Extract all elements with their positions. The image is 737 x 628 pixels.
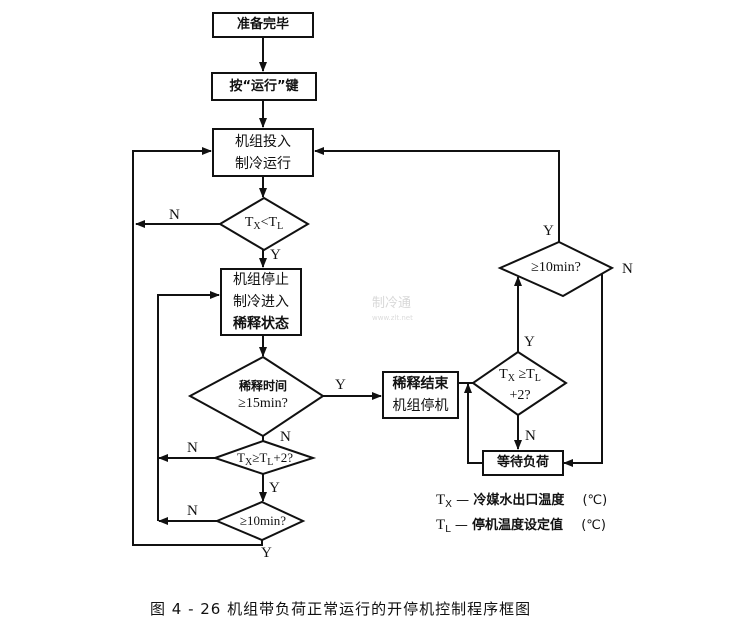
node-stop-line3: 稀释状态 — [233, 316, 289, 332]
node-press-run: 按“运行”键 — [211, 72, 317, 101]
label-dilute-yes: Y — [335, 377, 346, 393]
label-dilute-no: N — [280, 429, 291, 445]
node-press-run-label: 按“运行”键 — [229, 78, 299, 94]
label-decision1-yes: Y — [270, 247, 281, 263]
decision-dilute-time-text: 稀释时间 ≥15min? — [213, 378, 313, 412]
label-decision6-no: N — [622, 261, 633, 277]
label-decision5-yes: Y — [524, 334, 535, 350]
connector-decision6-no — [563, 270, 603, 467]
decision-tx-ge-tl-plus2-left-text: TX≥TL+2? — [237, 450, 293, 468]
node-start-cooling: 机组投入 制冷运行 — [212, 128, 314, 177]
node-start-cooling-line1: 机组投入 — [235, 133, 291, 150]
watermark: 制冷通 www.zlt.net — [372, 297, 413, 325]
node-ready: 准备完毕 — [212, 12, 314, 38]
label-decision6-yes: Y — [543, 223, 554, 239]
node-stop-line1: 机组停止 — [233, 272, 289, 288]
label-decision4-yes: Y — [261, 545, 272, 561]
label-decision5-no: N — [525, 428, 536, 444]
node-dilute-end-line1: 稀释结束 — [392, 376, 449, 392]
node-start-cooling-line2: 制冷运行 — [235, 155, 291, 172]
label-decision3-no: N — [187, 440, 198, 456]
decision-dilute-time — [187, 355, 325, 438]
node-stop-line2: 制冷进入 — [233, 294, 289, 310]
legend-item-tx: TX — 冷媒水出口温度 (℃) — [436, 492, 608, 510]
decision-tx-ge-tl-plus2-right-text: TX ≥TL +2? — [499, 367, 541, 403]
figure-caption: 图 4 - 26 机组带负荷正常运行的开停机控制程序框图 — [150, 600, 532, 618]
decision-ge-10min-right-text: ≥10min? — [531, 260, 581, 275]
decision-tx-ge-tl-plus2-right — [471, 350, 568, 417]
decision-ge-10min-left — [214, 500, 306, 542]
label-decision4-no: N — [187, 503, 198, 519]
decision-tx-lt-tl — [218, 196, 310, 252]
node-wait-load: 等待负荷 — [482, 450, 564, 476]
decision-tx-lt-tl-text: TX<TL — [244, 215, 284, 232]
label-decision1-no: N — [169, 207, 180, 223]
node-dilute-end-line2: 机组停机 — [392, 398, 449, 414]
connector-decision6-yes — [314, 147, 560, 242]
dilute-time-line1: 稀释时间 — [238, 379, 287, 393]
label-decision3-yes: Y — [269, 480, 280, 496]
node-wait-load-label: 等待负荷 — [496, 455, 549, 470]
connector-wait-loop — [464, 383, 482, 464]
node-dilute-end-stop: 稀释结束 机组停机 — [382, 371, 459, 419]
dilute-time-line2: ≥15min? — [238, 396, 288, 411]
connector-outer-loop — [132, 147, 263, 546]
decision-ge-10min-right — [497, 240, 615, 298]
legend-item-tl: TL — 停机温度设定值 (℃) — [436, 517, 606, 535]
watermark-text: 制冷通 — [372, 296, 412, 311]
decision-ge-10min-left-text: ≥10min? — [239, 513, 287, 528]
decision-tx-ge-tl-plus2-left — [211, 439, 317, 476]
node-stop-cooling-dilute: 机组停止 制冷进入 稀释状态 — [220, 268, 302, 336]
watermark-url: www.zlt.net — [372, 314, 413, 322]
connector-inner-loop — [157, 291, 220, 521]
node-ready-label: 准备完毕 — [236, 17, 289, 32]
